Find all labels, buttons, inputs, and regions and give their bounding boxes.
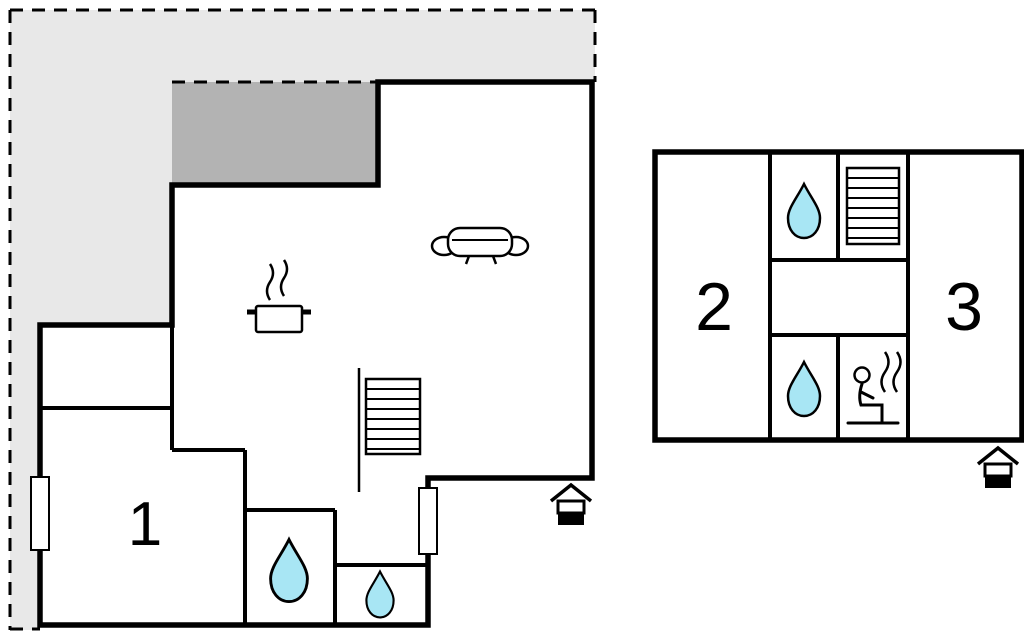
steam-icon <box>880 351 890 393</box>
water-drop-icon <box>786 359 822 418</box>
entrance-body <box>983 462 1013 478</box>
steam-icon <box>265 263 275 301</box>
interior-walls-upper <box>768 152 910 440</box>
interior-walls <box>40 325 428 625</box>
entrance-icon <box>549 482 593 525</box>
stairs-icon <box>845 166 901 246</box>
steam-icon <box>279 259 289 297</box>
entrance-door <box>985 476 1011 488</box>
stairs-outline <box>845 166 901 246</box>
stairs-icon <box>357 368 422 492</box>
person-head <box>853 366 871 384</box>
stairs-outline <box>364 377 422 456</box>
water-drop-icon <box>365 569 395 619</box>
sofa-icon <box>430 226 530 265</box>
window <box>418 487 438 555</box>
person-arm <box>859 390 875 400</box>
room-1-label: 1 <box>128 490 162 559</box>
cooking-pot-icon <box>247 259 311 334</box>
room-3-label: 3 <box>945 269 983 345</box>
sauna-icon <box>846 351 902 425</box>
terrace-area <box>172 82 378 185</box>
entrance-roof <box>976 445 1020 466</box>
sofa-leg <box>464 255 471 265</box>
entrance-roof <box>549 482 593 503</box>
pot-body <box>254 304 304 334</box>
entrance-door <box>558 513 584 525</box>
ground-floor-outline <box>37 79 595 628</box>
steam-icon <box>892 351 902 393</box>
upper-floor-plan: 2 3 <box>652 149 1024 488</box>
entrance-icon <box>976 445 1020 488</box>
water-drop-icon <box>269 536 309 604</box>
plot-boundary <box>8 8 597 631</box>
sofa-body <box>446 226 514 258</box>
room-2-label: 2 <box>695 269 733 345</box>
plot-area <box>10 10 595 630</box>
person-body <box>858 382 884 424</box>
ground-floor-plan: 1 <box>8 8 597 631</box>
window <box>30 476 50 551</box>
sofa-leg <box>491 255 498 265</box>
water-drop-icon <box>786 181 822 240</box>
entrance-body <box>556 499 586 515</box>
